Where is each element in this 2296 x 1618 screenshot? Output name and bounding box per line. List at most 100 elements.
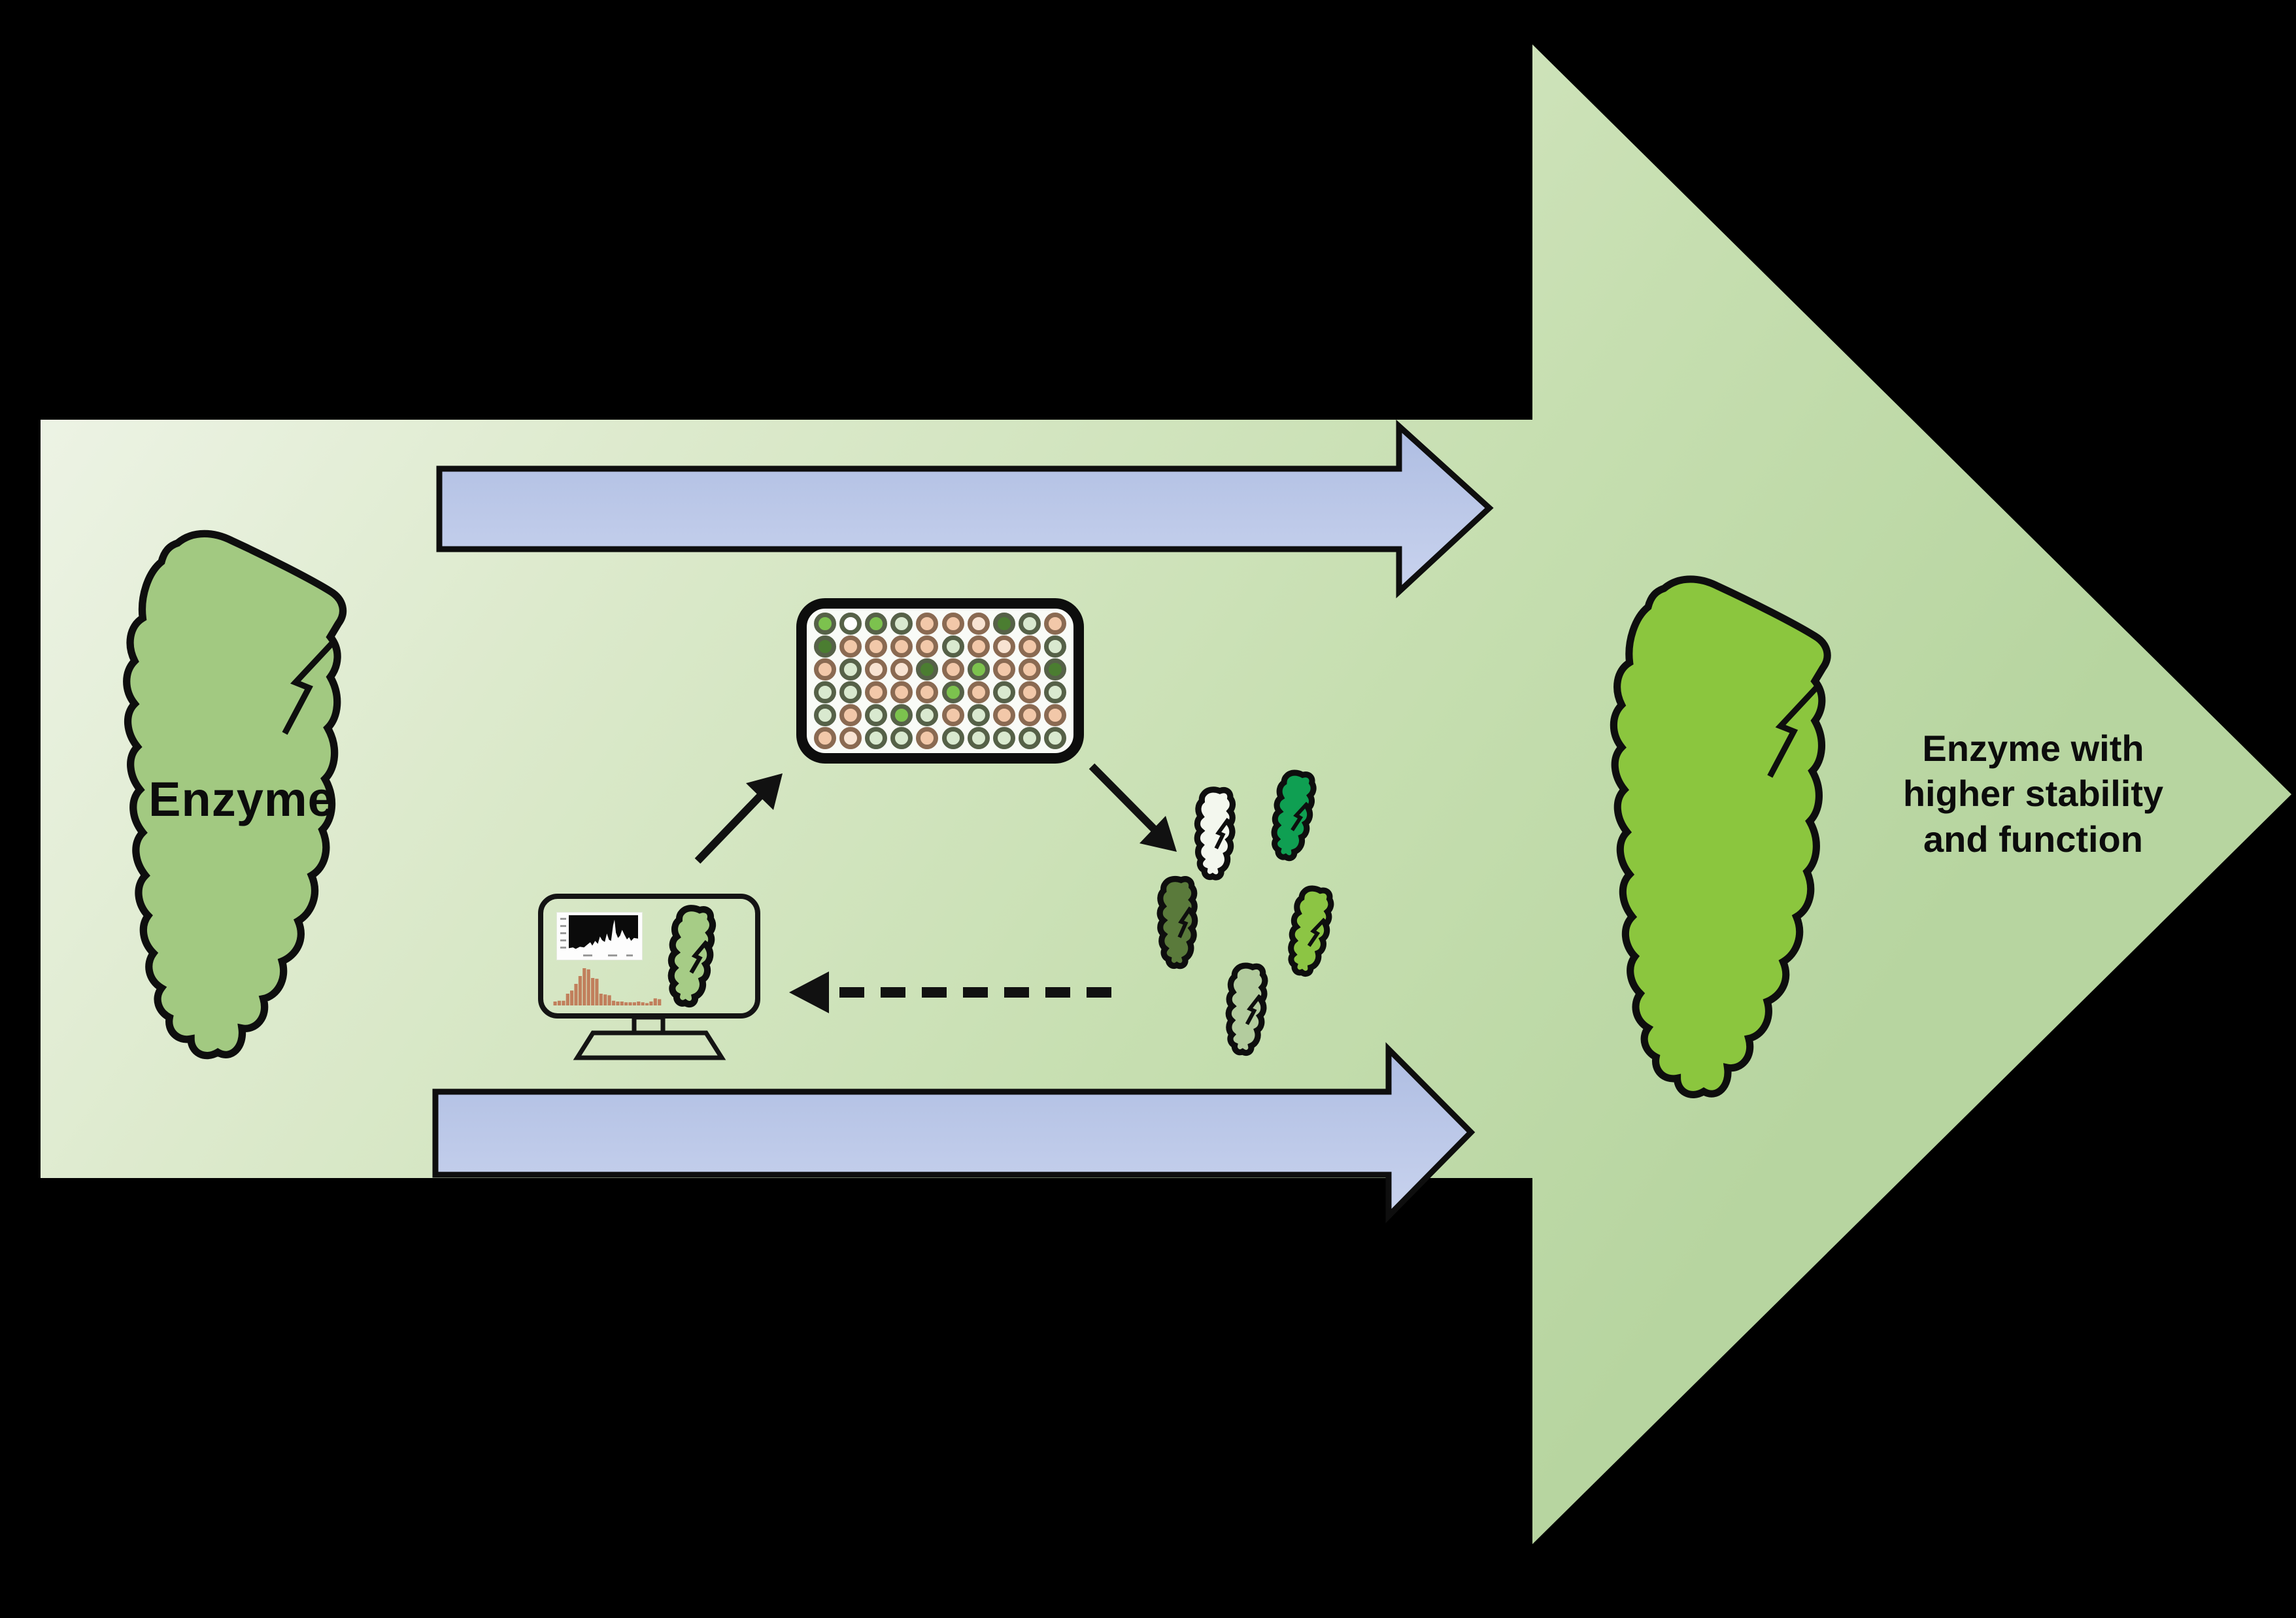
screen-skyline (569, 919, 638, 952)
histogram-bar (562, 1000, 566, 1005)
variant-crack (1245, 994, 1262, 1026)
variant-dark-olive-blob (1156, 875, 1198, 969)
plate-well (890, 726, 913, 749)
histogram-bar (603, 994, 607, 1005)
plate-well (941, 635, 964, 658)
result-caption: Enzyme with higher stability and functio… (1902, 728, 2164, 860)
plate-well (813, 726, 836, 749)
arrow-variants-to-monitor-dashed (789, 971, 1111, 1013)
plate-well (890, 635, 913, 658)
plate-well (1044, 635, 1067, 658)
histogram-bar (607, 995, 611, 1005)
plate-well (967, 703, 990, 726)
histogram-bar (628, 1002, 632, 1005)
plate-well (992, 658, 1015, 681)
histogram-bar (611, 1000, 616, 1005)
plate-well (839, 681, 862, 703)
plate-well (1019, 635, 1041, 658)
plate-well (839, 635, 862, 658)
plate-well (890, 681, 913, 703)
histogram-bar (578, 976, 582, 1005)
plate-well (890, 613, 913, 635)
plate-well (967, 726, 990, 749)
histogram-bar (582, 968, 586, 1005)
plate-well (916, 613, 939, 635)
plate-well (941, 658, 964, 681)
plate-well (839, 726, 862, 749)
plate-well (992, 613, 1015, 635)
plate-well (1044, 726, 1067, 749)
plate-well (941, 613, 964, 635)
arrow-monitor-to-plate (694, 773, 783, 864)
histogram-bar (637, 1002, 641, 1005)
skyline-axis-ticks (560, 918, 633, 956)
plate-well (1044, 613, 1067, 635)
start-enzyme-crack (282, 640, 335, 735)
histogram-bar (658, 999, 662, 1005)
plate-well (813, 635, 836, 658)
plate-well (813, 613, 836, 635)
screen-histogram (553, 968, 662, 1005)
plate-well (967, 658, 990, 681)
plate-well (1044, 681, 1067, 703)
plate-well (864, 726, 887, 749)
sequence-skyline-chart (560, 915, 638, 956)
plate-well (890, 658, 913, 681)
histogram-bar (574, 984, 578, 1005)
plate-well (1019, 726, 1041, 749)
variant-crack (1307, 917, 1326, 947)
plate-well (1019, 703, 1041, 726)
histogram-bar (599, 994, 603, 1005)
variant-crack (1177, 906, 1192, 938)
plate-well (1044, 703, 1067, 726)
histogram-bar (557, 1000, 562, 1005)
microplate (796, 598, 1084, 764)
result-enzyme-blob (1610, 575, 1831, 1098)
histogram-bar (586, 969, 590, 1005)
histogram-bar (653, 998, 657, 1005)
plate-well (941, 726, 964, 749)
screen-enzyme-crack (689, 939, 709, 974)
plate-well (916, 703, 939, 726)
monitor-stand-base (573, 1030, 726, 1060)
plate-well (839, 658, 862, 681)
plate-well (992, 703, 1015, 726)
histogram-bar (616, 1002, 620, 1005)
plate-well (967, 635, 990, 658)
variant-crack (1214, 818, 1230, 850)
plate-well (839, 613, 862, 635)
screen-chart-panel (557, 913, 642, 960)
plate-well (916, 635, 939, 658)
plate-well (890, 703, 913, 726)
histogram-bar (649, 1002, 653, 1005)
plate-well (1019, 658, 1041, 681)
plate-well (941, 703, 964, 726)
plate-well (916, 726, 939, 749)
plate-well (1044, 658, 1067, 681)
plate-well (992, 726, 1015, 749)
variant-pale-sage-blob (1225, 962, 1268, 1056)
histogram-bar (591, 978, 595, 1005)
histogram-bar (570, 990, 574, 1005)
plate-well (916, 681, 939, 703)
start-enzyme-blob (123, 530, 347, 1060)
plate-well (813, 658, 836, 681)
variant-white-blob (1194, 786, 1236, 881)
plate-well (864, 658, 887, 681)
plate-well (1019, 681, 1041, 703)
top-flow-arrow (436, 419, 1494, 599)
histogram-bar (553, 1002, 557, 1005)
histogram-bar (641, 1002, 645, 1005)
plate-well (916, 658, 939, 681)
plate-well (864, 681, 887, 703)
plate-well (839, 703, 862, 726)
variant-yellow-green-blob (1288, 885, 1334, 977)
plate-well (1019, 613, 1041, 635)
histogram-bar (595, 979, 599, 1005)
variant-crack (1291, 801, 1309, 832)
histogram-bar (645, 1003, 649, 1005)
monitor (538, 894, 760, 1019)
variant-emerald-blob (1271, 769, 1317, 862)
